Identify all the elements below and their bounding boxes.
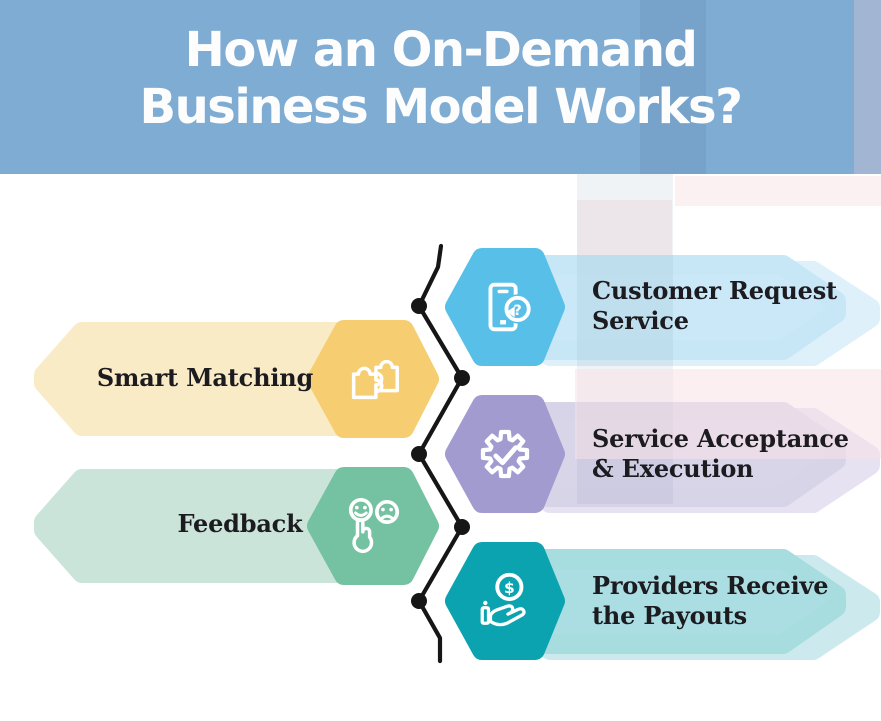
icon-hexagon: [445, 542, 565, 660]
connector-dot: [411, 446, 427, 462]
svg-text:?: ?: [513, 303, 521, 319]
step-label: Providers Receive the Payouts: [592, 571, 829, 631]
page-title-line1: How an On-Demand: [184, 22, 698, 78]
connector-dot: [411, 298, 427, 314]
step-banner-feedback: [34, 467, 439, 585]
step-label-line: & Execution: [592, 454, 754, 483]
hand-coin-icon: $: [480, 572, 526, 627]
phone-question-icon: ?: [488, 282, 533, 332]
step-label: Smart Matching: [30, 363, 380, 393]
connector-dot: [411, 593, 427, 609]
step-label-line: Customer Request: [592, 276, 837, 305]
puzzle-icon: [351, 359, 399, 400]
step-label-line: Service: [592, 306, 689, 335]
background-tint: [675, 176, 881, 206]
header-dark-band: [640, 0, 706, 174]
connector-dot: [454, 519, 470, 535]
page-title: How an On-Demand Business Model Works?: [0, 22, 881, 136]
gear-check-icon: [480, 429, 530, 479]
step-banner-customer-request: [445, 248, 880, 366]
step-label: Service Acceptance & Execution: [592, 424, 849, 484]
icon-hexagon: [445, 395, 565, 513]
header-banner: How an On-Demand Business Model Works?: [0, 0, 881, 174]
step-label-line: Providers Receive: [592, 571, 829, 600]
step-banner-smart-matching: [34, 320, 439, 438]
step-banner-providers-payouts: [445, 542, 880, 660]
header-pink-band: [854, 0, 881, 174]
svg-text:$: $: [504, 579, 515, 597]
step-label-line: Feedback: [177, 509, 303, 538]
step-label: Feedback: [65, 509, 415, 539]
step-label-line: the Payouts: [592, 601, 747, 630]
feedback-faces-icon: [348, 498, 400, 554]
page-title-line2: Business Model Works?: [139, 79, 743, 135]
step-label: Customer Request Service: [592, 276, 837, 336]
step-label-line: Smart Matching: [96, 363, 314, 392]
step-label-line: Service Acceptance: [592, 424, 849, 453]
